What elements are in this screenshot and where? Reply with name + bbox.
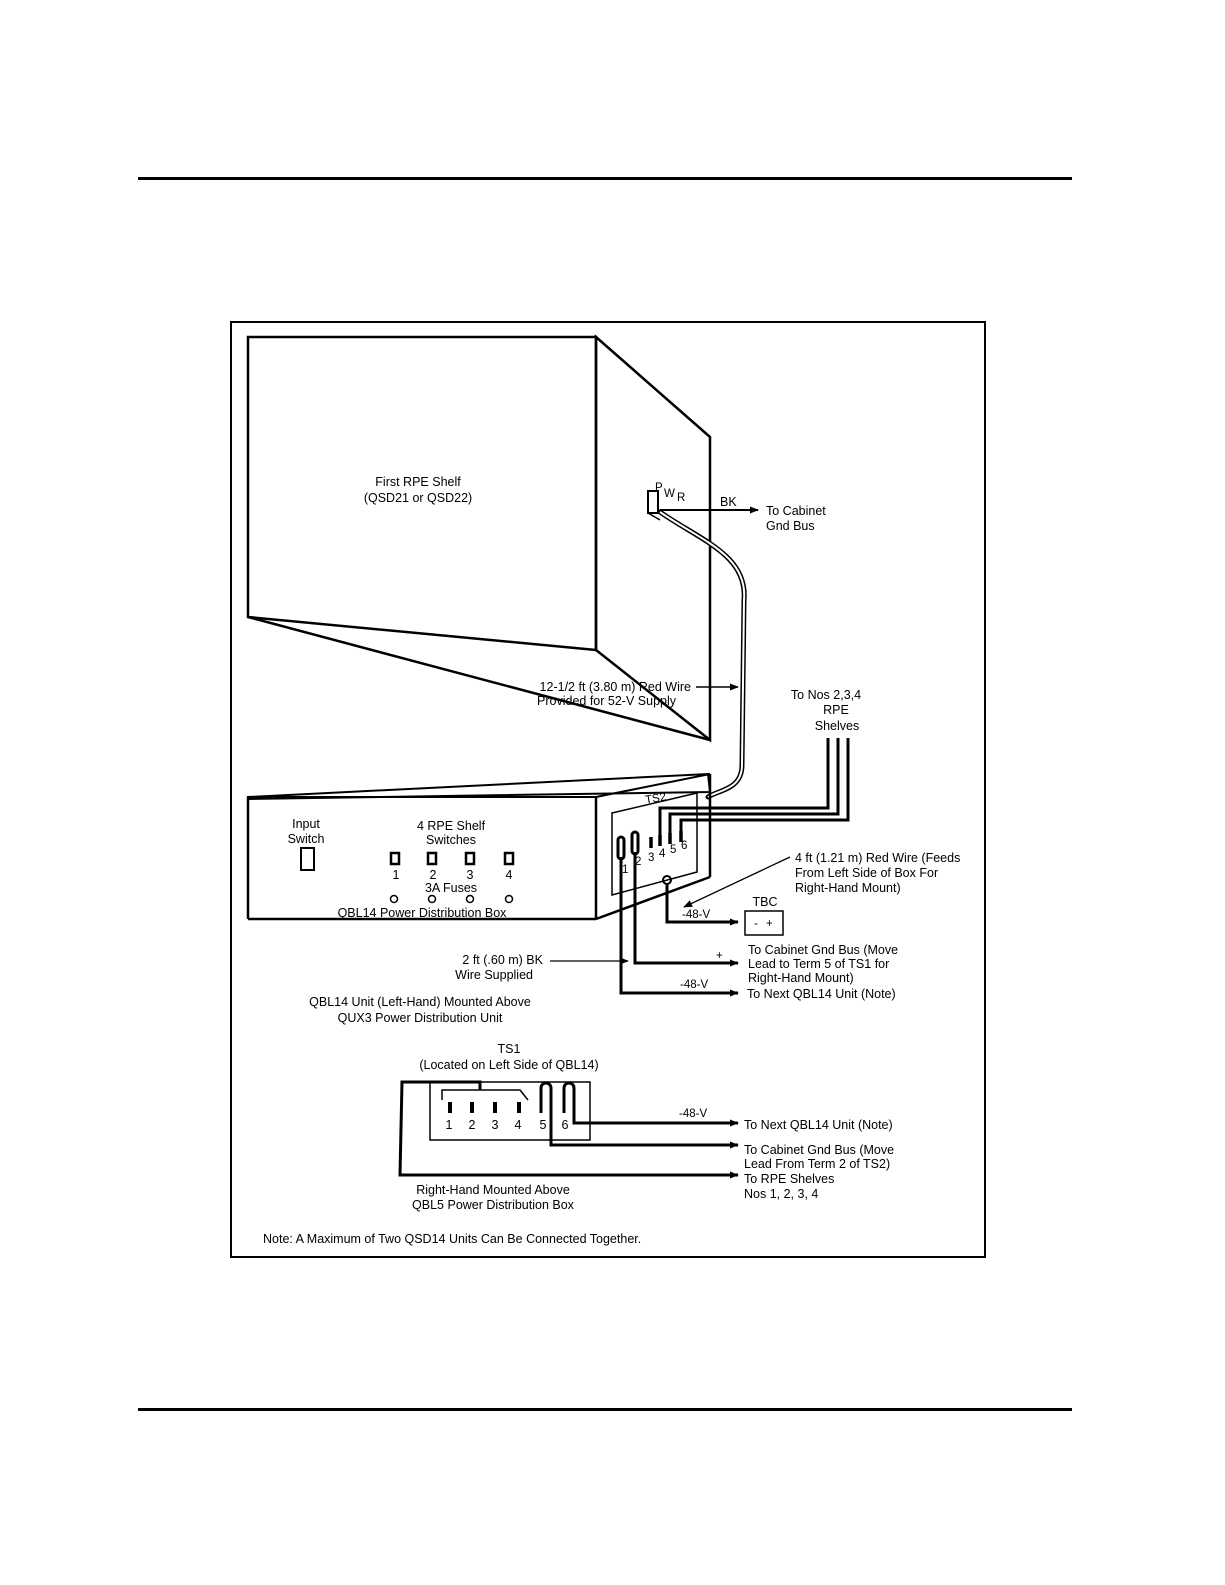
ts1-block xyxy=(429,1081,591,1141)
pwr-label-r: R xyxy=(677,492,685,504)
red-wire-line1: 12-1/2 ft (3.80 m) Red Wire xyxy=(540,680,691,694)
right-caption-line1: Right-Hand Mounted Above xyxy=(416,1183,570,1197)
qbl14-box xyxy=(246,772,712,921)
rpe-shelves-line3: Shelves xyxy=(815,719,859,733)
ts2-term-6: 6 xyxy=(681,840,687,852)
tbc-label: TBC xyxy=(753,895,778,909)
gnd-move-line2: Lead to Term 5 of TS1 for xyxy=(748,957,889,971)
shelf-switches-line1: 4 RPE Shelf xyxy=(417,819,486,833)
pwr-connector xyxy=(647,490,659,514)
red-wire-4ft-arrow xyxy=(683,856,791,908)
fuses-label: 3A Fuses xyxy=(425,881,477,895)
rpe-shelves-line2: RPE xyxy=(823,703,849,717)
figure-frame xyxy=(230,321,986,1258)
shelf-models: (QSD21 or QSD22) xyxy=(364,491,472,505)
fuse-4 xyxy=(504,894,514,904)
fuse-3 xyxy=(465,894,475,904)
next-unit-label: To Next QBL14 Unit (Note) xyxy=(747,987,896,1001)
bk-wire-2ft-line2: Wire Supplied xyxy=(455,968,533,982)
bk-wire-2ft-line1: 2 ft (.60 m) BK xyxy=(462,953,543,967)
ts1-rpe-wire xyxy=(398,1080,739,1179)
cabinet-gnd-line1: To Cabinet xyxy=(766,504,826,518)
tbc-block xyxy=(744,910,784,936)
ts1-gnd-line2: Lead From Term 2 of TS2) xyxy=(744,1157,890,1171)
ts2-term-2: 2 xyxy=(635,856,641,868)
right-caption-line2: QBL5 Power Distribution Box xyxy=(412,1198,575,1212)
shelf-switch-3[interactable] xyxy=(464,851,476,866)
ts2-label: TS2 xyxy=(644,791,667,806)
ts1-term-1: 1 xyxy=(446,1118,453,1132)
v48-ts1-label: -48-V xyxy=(679,1108,707,1120)
fuse-2 xyxy=(427,894,437,904)
ts1-term-4: 4 xyxy=(515,1118,522,1132)
note: Note: A Maximum of Two QSD14 Units Can B… xyxy=(263,1232,641,1246)
switch-number-3: 3 xyxy=(467,868,474,882)
left-caption-line1: QBL14 Unit (Left-Hand) Mounted Above xyxy=(309,995,531,1009)
ts1-title: TS1 xyxy=(498,1042,521,1056)
shelf-switch-4[interactable] xyxy=(503,851,515,866)
switch-number-4: 4 xyxy=(506,868,513,882)
ts1-rpe-line1: To RPE Shelves xyxy=(744,1172,834,1186)
red-wire-4ft-line1: 4 ft (1.21 m) Red Wire (Feeds xyxy=(795,851,960,865)
gnd-move-line1: To Cabinet Gnd Bus (Move xyxy=(748,943,898,957)
box-name: QBL14 Power Distribution Box xyxy=(338,906,508,920)
bk-label: BK xyxy=(720,495,737,509)
red-wire-4ft-line2: From Left Side of Box For xyxy=(795,866,938,880)
tbc-minus: - xyxy=(754,918,758,930)
ts1-location: (Located on Left Side of QBL14) xyxy=(419,1058,598,1072)
red-wire-52v xyxy=(657,509,747,800)
shelf-switch-1[interactable] xyxy=(389,851,401,866)
tbc-wire xyxy=(665,884,739,926)
shelf-switch-2[interactable] xyxy=(426,851,438,866)
ts1-term-3: 3 xyxy=(492,1118,499,1132)
pwr-label-w: W xyxy=(664,488,675,500)
ts1-next-unit: To Next QBL14 Unit (Note) xyxy=(744,1118,893,1132)
ts1-term-2: 2 xyxy=(469,1118,476,1132)
v48-label-a: -48-V xyxy=(682,909,710,921)
footer-rule xyxy=(138,1408,1072,1411)
ts2-term-5: 5 xyxy=(670,844,676,856)
ts1-terminals xyxy=(448,1081,739,1149)
ts1-rpe-line2: Nos 1, 2, 3, 4 xyxy=(744,1187,818,1201)
ts1-jumper xyxy=(441,1089,529,1101)
gnd-wire xyxy=(633,852,739,967)
ts1-term-5: 5 xyxy=(540,1118,547,1132)
shelf-title: First RPE Shelf xyxy=(375,475,461,489)
header-rule xyxy=(138,177,1072,180)
ts2-term-3: 3 xyxy=(648,852,654,864)
ts2-term-1: 1 xyxy=(622,864,628,876)
rpe-shelf-wires xyxy=(658,738,850,838)
ts1-gnd-line1: To Cabinet Gnd Bus (Move xyxy=(744,1143,894,1157)
plus-label: + xyxy=(716,950,723,962)
shelf-switches-line2: Switches xyxy=(426,833,476,847)
input-switch-line1: Input xyxy=(292,817,320,831)
gnd-move-line3: Right-Hand Mount) xyxy=(748,971,854,985)
input-switch[interactable] xyxy=(300,847,315,871)
pwr-label-p: P xyxy=(655,482,663,494)
v48-label-b: -48-V xyxy=(680,979,708,991)
cabinet-gnd-line2: Gnd Bus xyxy=(766,519,815,533)
ts1-term-6: 6 xyxy=(562,1118,569,1132)
ts2-panel xyxy=(611,792,698,896)
left-caption-line2: QUX3 Power Distribution Unit xyxy=(338,1011,503,1025)
red-wire-line2: Provided for 52-V Supply xyxy=(537,694,677,708)
ts2-term-4: 4 xyxy=(659,848,666,860)
rpe-shelves-line1: To Nos 2,3,4 xyxy=(791,688,861,702)
rpe-shelf xyxy=(246,334,712,743)
input-switch-line2: Switch xyxy=(288,832,325,846)
red-wire-4ft-line3: Right-Hand Mount) xyxy=(795,881,901,895)
switch-number-2: 2 xyxy=(430,868,437,882)
fuse-1 xyxy=(389,894,399,904)
switch-number-1: 1 xyxy=(393,868,400,882)
tbc-plus: + xyxy=(766,918,773,930)
next-unit-wire xyxy=(619,857,739,997)
